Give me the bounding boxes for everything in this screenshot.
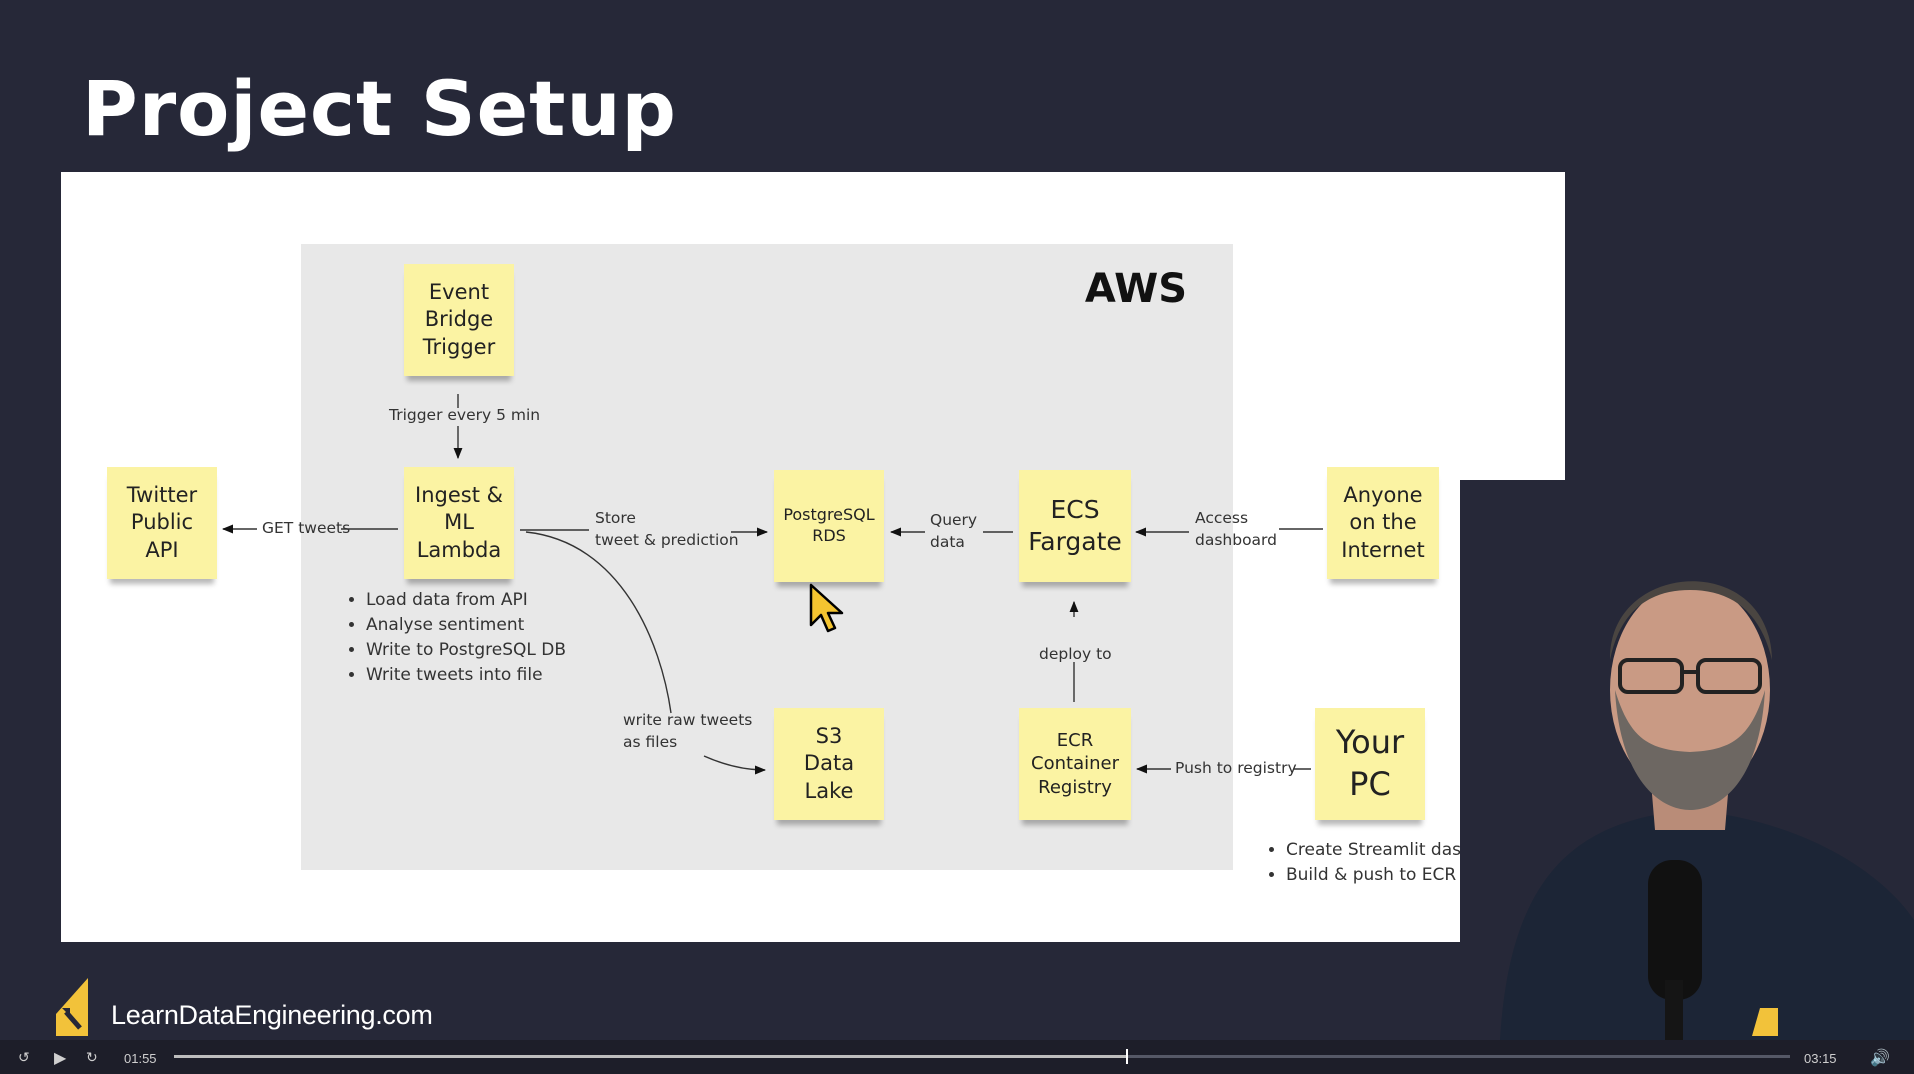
list-item: Write to PostgreSQL DB bbox=[366, 638, 566, 663]
slide-canvas: AWS bbox=[61, 172, 1565, 942]
forward-icon[interactable]: ↻ bbox=[86, 1050, 98, 1066]
play-icon[interactable]: ▶ bbox=[54, 1048, 67, 1067]
current-time: 01:55 bbox=[124, 1051, 157, 1066]
connector-arrows bbox=[221, 394, 1323, 775]
note-s3-data-lake: S3 Data Lake bbox=[774, 708, 884, 820]
seek-progress bbox=[174, 1055, 1128, 1058]
label-push: Push to registry bbox=[1175, 759, 1297, 777]
note-ecr-registry: ECR Container Registry bbox=[1019, 708, 1131, 820]
total-time: 03:15 bbox=[1804, 1051, 1837, 1066]
label-store: Store tweet & prediction bbox=[595, 509, 739, 549]
aws-label: AWS bbox=[1084, 266, 1187, 312]
page-title: Project Setup bbox=[82, 64, 677, 153]
video-player-bar: ↺ ▶ ↻ 01:55 03:15 🔊 bbox=[0, 1040, 1914, 1074]
write-raw-curve bbox=[525, 531, 672, 714]
note-anyone-internet: Anyone on the Internet bbox=[1327, 467, 1439, 579]
label-deploy: deploy to bbox=[1039, 645, 1112, 663]
label-access: Access dashboard bbox=[1195, 509, 1277, 549]
note-your-pc: Your PC bbox=[1315, 708, 1425, 820]
note-event-bridge: Event Bridge Trigger bbox=[404, 264, 514, 376]
note-ingest-lambda: Ingest & ML Lambda bbox=[404, 467, 514, 579]
list-item: Load data from API bbox=[366, 588, 566, 613]
mouse-cursor-icon bbox=[809, 583, 844, 633]
note-twitter-api: Twitter Public API bbox=[107, 467, 217, 579]
list-item: Write tweets into file bbox=[366, 663, 566, 688]
list-item: Build & push to ECR bbox=[1286, 863, 1521, 888]
note-ecs-fargate: ECS Fargate bbox=[1019, 470, 1131, 582]
label-trigger: Trigger every 5 min bbox=[389, 406, 541, 424]
presenter-webcam bbox=[1460, 480, 1914, 1040]
note-postgresql-rds: PostgreSQL RDS bbox=[774, 470, 884, 582]
write-raw-arrow bbox=[703, 755, 767, 775]
brand-url: LearnDataEngineering.com bbox=[111, 1000, 433, 1030]
label-write-raw: write raw tweets as files bbox=[623, 711, 753, 751]
seek-bar[interactable] bbox=[174, 1049, 1790, 1064]
learn-data-logo-icon bbox=[56, 978, 88, 1036]
label-query: Query data bbox=[930, 511, 978, 551]
seek-handle[interactable] bbox=[1126, 1049, 1129, 1064]
volume-icon[interactable]: 🔊 bbox=[1870, 1048, 1890, 1067]
rewind-icon[interactable]: ↺ bbox=[18, 1050, 30, 1066]
list-item: Analyse sentiment bbox=[366, 613, 566, 638]
lambda-bullet-list: Load data from API Analyse sentiment Wri… bbox=[344, 588, 566, 688]
label-get-tweets: GET tweets bbox=[262, 519, 351, 537]
